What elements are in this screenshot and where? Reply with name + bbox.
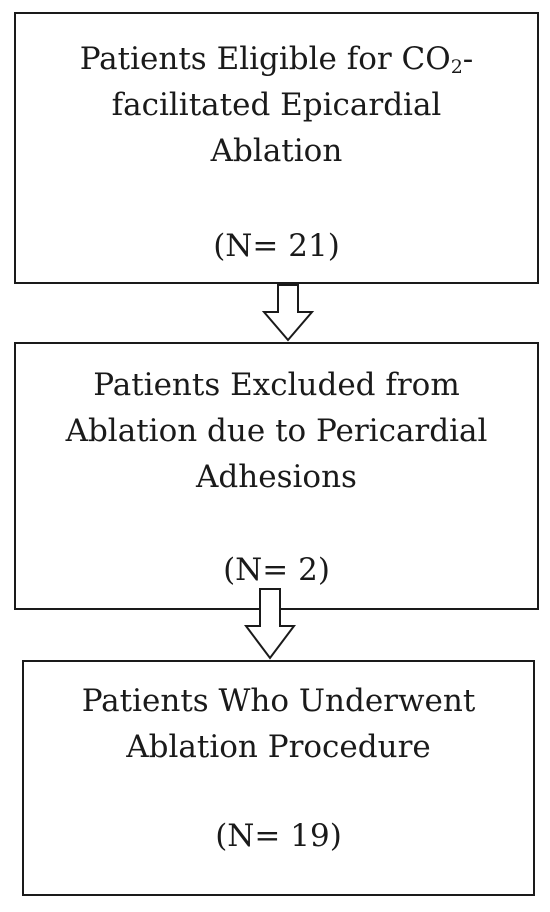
ablation-patients-box: Patients Who Underwent Ablation Procedur… (22, 660, 535, 896)
title-line: Ablation Procedure (126, 729, 431, 765)
excluded-patients-title: Patients Excluded from Ablation due to P… (26, 362, 527, 500)
eligible-patients-box: Patients Eligible for CO2- facilitated E… (14, 12, 539, 284)
ablation-patients-count: (N= 19) (215, 818, 342, 854)
excluded-patients-box: Patients Excluded from Ablation due to P… (14, 342, 539, 610)
co2-subscript: 2 (450, 56, 463, 78)
title-line: Patients Who Underwent (81, 683, 476, 719)
down-arrow-icon (261, 284, 315, 342)
title-line: facilitated Epicardial (111, 87, 442, 123)
eligible-patients-count: (N= 21) (213, 228, 340, 264)
title-line: Patients Eligible for CO2- (79, 41, 474, 78)
title-line: Patients Excluded from (93, 367, 460, 403)
excluded-patients-count: (N= 2) (223, 552, 330, 588)
eligible-patients-title: Patients Eligible for CO2- facilitated E… (26, 36, 527, 174)
ablation-patients-title: Patients Who Underwent Ablation Procedur… (34, 678, 523, 770)
title-line: Ablation due to Pericardial (65, 413, 488, 449)
title-line: Adhesions (196, 459, 357, 495)
title-line: Ablation (210, 133, 343, 169)
down-arrow-icon (244, 588, 296, 660)
